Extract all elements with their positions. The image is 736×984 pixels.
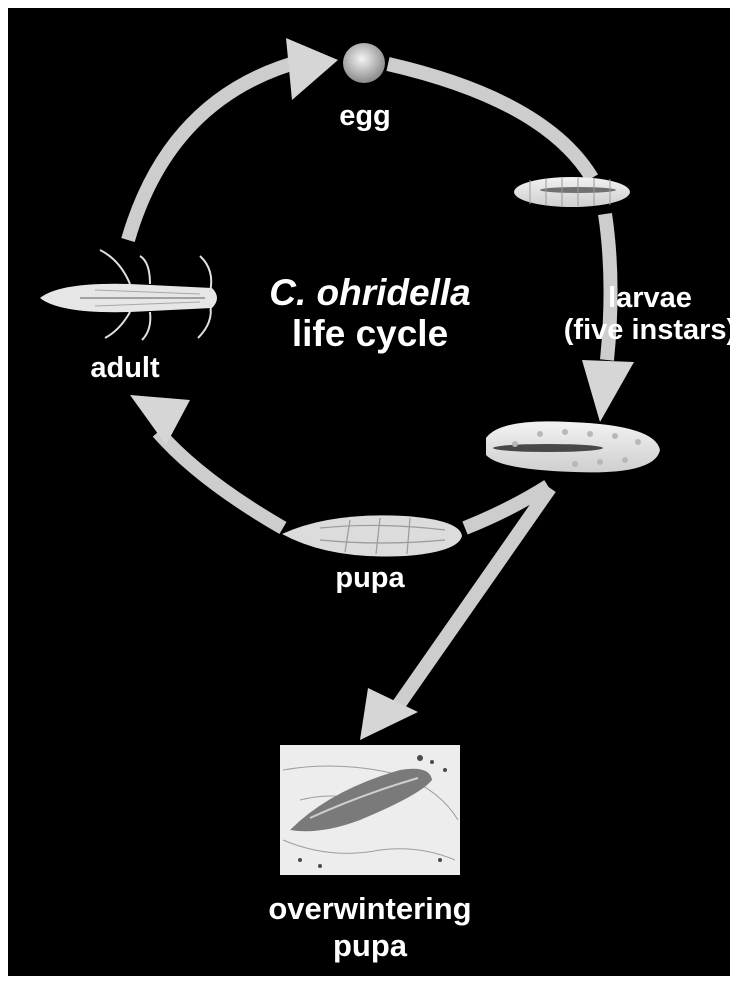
- label-overwintering-line2: pupa: [240, 927, 500, 964]
- arrowhead-to-egg: [286, 38, 338, 100]
- label-larvae-name: larvae: [560, 282, 736, 314]
- label-larvae-note: (five instars): [560, 314, 736, 346]
- arrowhead-to-larva: [582, 360, 634, 422]
- adult-moth-image: [40, 250, 217, 340]
- title: C. ohridella life cycle: [225, 272, 515, 355]
- label-overwintering-pupa: overwintering pupa: [240, 890, 500, 964]
- title-subtitle: life cycle: [225, 313, 515, 354]
- label-larvae: larvae (five instars): [560, 282, 736, 347]
- pupa-image: [282, 515, 462, 556]
- overwintering-pupa-image: [280, 745, 460, 875]
- label-overwintering-line1: overwintering: [240, 890, 500, 927]
- label-pupa: pupa: [305, 562, 435, 594]
- late-larva-image: [486, 421, 660, 472]
- title-species: C. ohridella: [225, 272, 515, 313]
- label-egg: egg: [310, 100, 420, 132]
- early-larva-image: [514, 177, 630, 207]
- label-adult: adult: [60, 352, 190, 384]
- egg-image: [343, 43, 385, 83]
- arc-adult-to-egg: [128, 60, 305, 240]
- arc-pupa-to-adult: [158, 432, 283, 528]
